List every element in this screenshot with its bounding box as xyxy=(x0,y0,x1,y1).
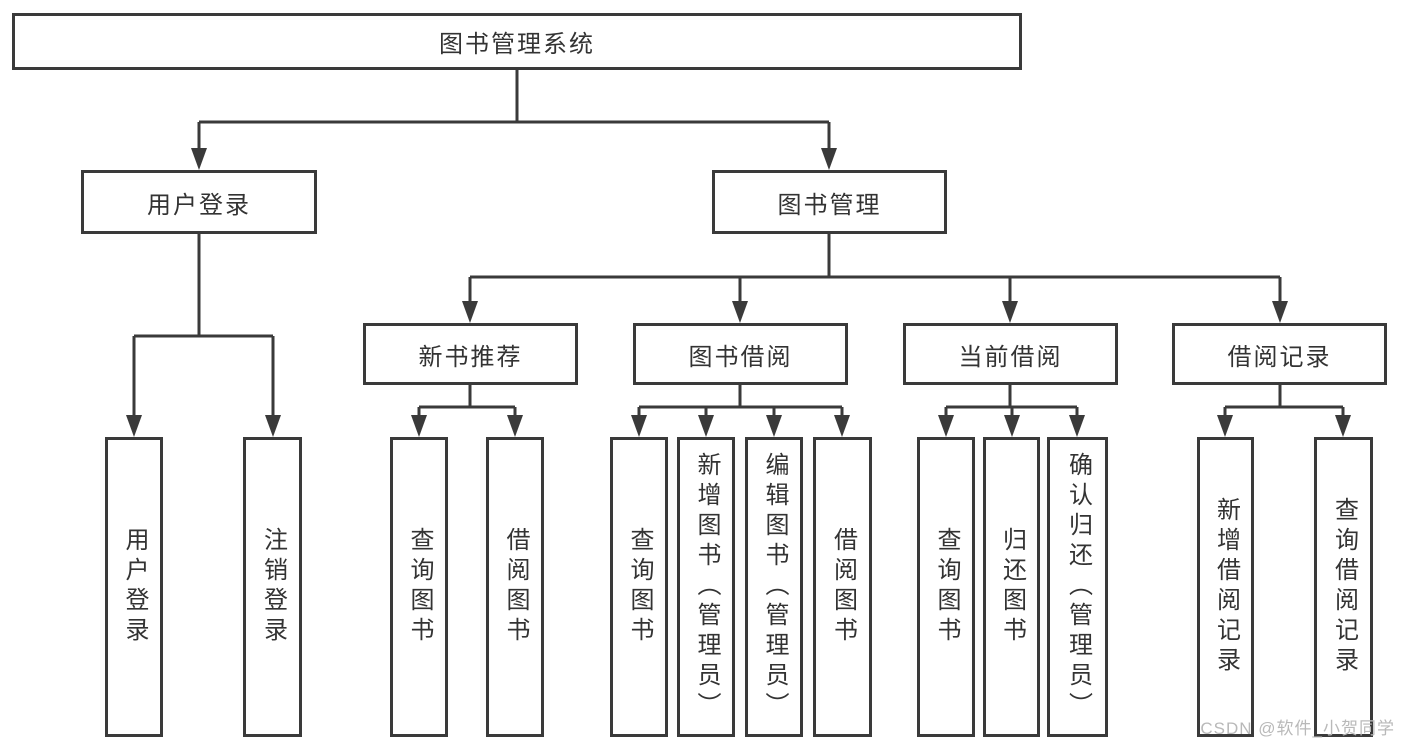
arrowheads xyxy=(126,148,1351,437)
leaf-cb-return-books: 归还图书 xyxy=(983,437,1040,737)
node-book-management-label: 图书管理 xyxy=(777,191,882,219)
node-new-book-recommendation: 新书推荐 xyxy=(363,323,578,385)
leaf-cb-confirm-return-admin: 确认归还（管理员） xyxy=(1047,437,1108,737)
leaf-cb-return-books-label: 归还图书 xyxy=(998,527,1026,647)
node-borrowing-records-label: 借阅记录 xyxy=(1227,343,1332,371)
leaf-br-query-record: 查询借阅记录 xyxy=(1314,437,1373,737)
leaf-nbr-query-books: 查询图书 xyxy=(390,437,448,737)
leaf-bb-edit-books-admin: 编辑图书（管理员） xyxy=(745,437,803,737)
leaf-cb-query-books: 查询图书 xyxy=(917,437,975,737)
leaf-br-add-record-label: 新增借阅记录 xyxy=(1212,497,1240,677)
leaf-nbr-query-books-label: 查询图书 xyxy=(406,527,433,647)
node-library-system-label: 图书管理系统 xyxy=(439,31,595,58)
leaf-br-query-record-label: 查询借阅记录 xyxy=(1330,497,1358,677)
node-library-system: 图书管理系统 xyxy=(12,13,1022,70)
leaf-logout-label: 注销登录 xyxy=(259,527,287,647)
leaf-user-login: 用户登录 xyxy=(105,437,163,737)
leaf-bb-edit-books-admin-label: 编辑图书（管理员） xyxy=(761,452,788,722)
leaf-bb-add-books-admin-label: 新增图书（管理员） xyxy=(693,452,720,722)
leaf-nbr-borrow-books-label: 借阅图书 xyxy=(502,527,529,647)
leaf-logout: 注销登录 xyxy=(243,437,302,737)
node-book-management: 图书管理 xyxy=(712,170,947,234)
leaf-cb-query-books-label: 查询图书 xyxy=(933,527,960,647)
node-current-borrowing: 当前借阅 xyxy=(903,323,1118,385)
leaf-bb-borrow-books: 借阅图书 xyxy=(813,437,872,737)
node-user-login: 用户登录 xyxy=(81,170,317,234)
leaf-bb-query-books: 查询图书 xyxy=(610,437,668,737)
leaf-nbr-borrow-books: 借阅图书 xyxy=(486,437,544,737)
node-borrowing-records: 借阅记录 xyxy=(1172,323,1387,385)
node-current-borrowing-label: 当前借阅 xyxy=(958,343,1063,371)
leaf-br-add-record: 新增借阅记录 xyxy=(1197,437,1254,737)
node-new-book-recommendation-label: 新书推荐 xyxy=(418,343,523,371)
leaf-bb-borrow-books-label: 借阅图书 xyxy=(829,527,857,647)
node-book-borrowing-label: 图书借阅 xyxy=(688,343,793,371)
leaf-bb-query-books-label: 查询图书 xyxy=(626,527,653,647)
node-user-login-label: 用户登录 xyxy=(147,191,251,219)
node-book-borrowing: 图书借阅 xyxy=(633,323,848,385)
leaf-bb-add-books-admin: 新增图书（管理员） xyxy=(677,437,735,737)
leaf-cb-confirm-return-admin-label: 确认归还（管理员） xyxy=(1064,452,1092,722)
leaf-user-login-label: 用户登录 xyxy=(121,527,148,647)
